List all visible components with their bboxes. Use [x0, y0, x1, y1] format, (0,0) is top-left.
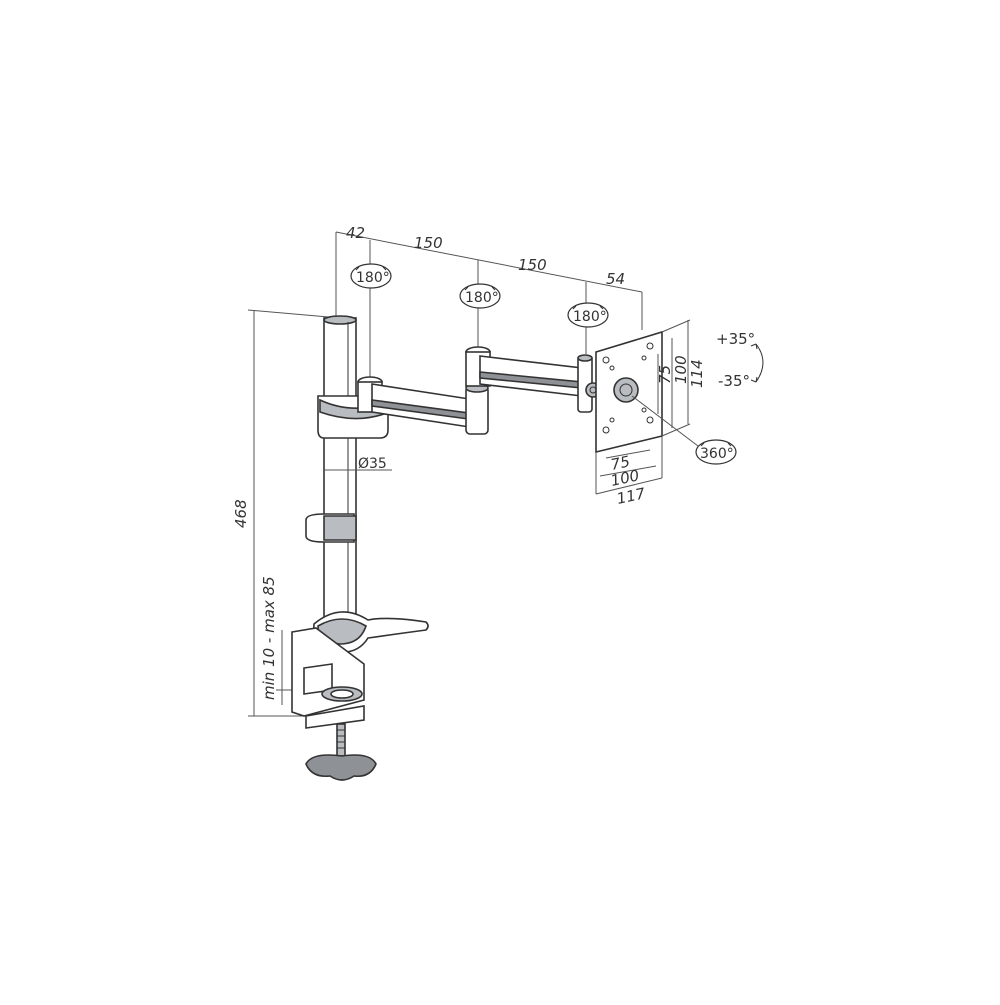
pole-cap — [323, 315, 357, 325]
swivel-badge-arm-end: 180° — [567, 302, 609, 328]
plate-117-label: 117 — [615, 484, 647, 508]
tilt-up-label: +35° — [716, 330, 755, 348]
clamp-screw — [305, 723, 377, 781]
vesa-hole — [609, 417, 615, 423]
tilt-down-label: -35° — [718, 372, 750, 390]
swivel-arrow-icon — [355, 266, 387, 271]
arm-segment-1 — [371, 383, 489, 435]
swivel-label-arm-end: 180° — [573, 309, 607, 325]
swivel-badge-pole: 180° — [350, 263, 392, 289]
height-dimension-group: 468 — [232, 309, 341, 717]
clamp-pad-center — [330, 689, 354, 699]
top-dimension-group: 42 150 150 54 — [335, 224, 643, 380]
tilt-arc — [755, 343, 764, 383]
swivel-label-arm-mid: 180° — [465, 290, 499, 306]
vesa-h75-label: 75 — [609, 452, 631, 474]
dim-label-54: 54 — [606, 270, 625, 288]
swivel-badge-arm-mid: 180° — [459, 283, 501, 309]
dim-label-42: 42 — [346, 224, 365, 242]
vesa-hole — [602, 426, 610, 434]
vesa-vertical-dimensions: 75 100 114 — [656, 319, 706, 437]
vesa-v-tick-bottom — [661, 423, 691, 437]
vesa-plate-hub-inner — [619, 383, 633, 397]
arm-segment-2 — [465, 346, 583, 397]
swivel-badge-ellipse — [350, 263, 392, 289]
clamp-knob — [305, 754, 377, 781]
vesa-h75-line — [605, 449, 651, 459]
rotation-arrow-icon — [700, 442, 732, 447]
swivel-badge-ellipse — [567, 302, 609, 328]
clamp-screw-thread — [337, 729, 345, 749]
vesa-v100-label: 100 — [672, 355, 690, 384]
rotation-badge-plate: 360° — [631, 395, 737, 465]
vesa-hole — [646, 342, 654, 350]
tilt-indicator: +35° -35° — [716, 330, 764, 390]
tilt-arrow-up-icon — [750, 343, 758, 350]
plate-114-label: 114 — [688, 359, 706, 388]
clamp-range-label: min 10 - max 85 — [260, 576, 278, 700]
vesa-h100-label: 100 — [609, 466, 641, 490]
dim-label-468: 468 — [232, 499, 250, 528]
vesa-v-tick-top — [661, 319, 691, 333]
plate-117-line — [595, 477, 663, 495]
vesa-h100-line — [599, 465, 657, 477]
tilt-head-cap — [577, 354, 593, 362]
rotation-leader-line — [631, 395, 699, 447]
vesa-hole — [641, 407, 647, 413]
vesa-hole — [641, 355, 647, 361]
vesa-v75-label: 75 — [656, 365, 674, 384]
rotation-badge-ellipse — [695, 439, 737, 465]
cable-clip — [305, 513, 357, 543]
vesa-hole — [602, 356, 610, 364]
vesa-hole — [646, 416, 654, 424]
vesa-horizontal-dimensions: 75 100 117 — [595, 436, 663, 508]
swivel-arrow-icon — [572, 305, 604, 310]
clamp-lower-jaw — [305, 705, 365, 729]
swivel-label-pole: 180° — [356, 270, 390, 286]
arm1-end-joint — [465, 385, 489, 435]
clamp-screw-shaft — [336, 723, 346, 757]
top-dimension-line — [335, 231, 643, 293]
cable-clip-band — [323, 515, 357, 541]
dim-label-150-a: 150 — [414, 234, 443, 252]
tilt-arrow-down-icon — [750, 376, 758, 383]
swivel-badge-ellipse — [459, 283, 501, 309]
pole: Ø35 — [323, 315, 392, 619]
pole-diameter-label: Ø35 — [358, 456, 387, 472]
pole-shaft — [323, 317, 357, 619]
dim-label-150-b: 150 — [518, 256, 547, 274]
desk-clamp — [291, 627, 365, 729]
vesa-plate — [595, 330, 663, 454]
swivel-arrow-icon — [464, 286, 496, 291]
vesa-hole — [609, 365, 615, 371]
height-dim-top-tick — [247, 309, 341, 319]
rotation-label-plate: 360° — [700, 446, 734, 462]
clamp-range-group: min 10 - max 85 — [260, 576, 322, 705]
